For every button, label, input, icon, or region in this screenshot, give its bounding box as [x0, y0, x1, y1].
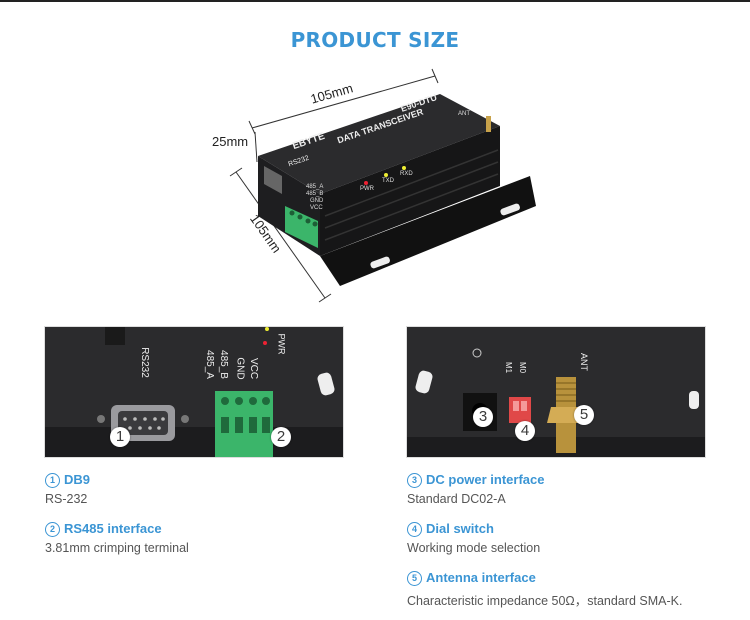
product-illustration: 105mm 25mm 105mm E90-DTU DATA TRANSCEIVE… — [200, 66, 560, 306]
antenna-connector — [486, 116, 491, 132]
detail-port-label: RS232 — [138, 347, 150, 378]
terminal-block — [285, 206, 318, 248]
feature-desc: Characteristic impedance 50Ω，standard SM… — [407, 594, 683, 608]
callout-1: 1 — [110, 427, 130, 447]
detail-switch-m0: M0 — [518, 361, 528, 374]
callout-5: 5 — [574, 405, 594, 425]
dial-switch — [509, 397, 531, 423]
device-terminal-485a: 485_A — [306, 184, 324, 190]
feature-number: 2 — [45, 522, 60, 537]
feature-number: 4 — [407, 522, 422, 537]
device-led-pwr-label: PWR — [360, 186, 374, 192]
feature-number: 5 — [407, 571, 422, 586]
feature-number: 3 — [407, 473, 422, 488]
dimension-height: 25mm — [212, 134, 249, 149]
detail-ant-label: ANT — [579, 353, 589, 371]
detail-photo-left: RS232 485_A 485_B GND VCC PWR 1 2 — [44, 326, 344, 458]
detail-terminal-485b: 485_B — [217, 350, 229, 379]
device-led-txd-label: TXD — [382, 178, 394, 184]
detail-terminal-vcc: VCC — [248, 357, 260, 380]
detail-right-drawing — [407, 327, 705, 457]
callout-3: 3 — [473, 407, 493, 427]
feature-desc: Working mode selection — [407, 541, 541, 555]
callout-4: 4 — [515, 421, 535, 441]
callout-2: 2 — [271, 427, 291, 447]
device-terminal-gnd: GND — [310, 198, 324, 204]
led-txd — [384, 173, 388, 177]
bracket-hole-right — [500, 203, 520, 216]
mounting-bracket — [320, 176, 536, 286]
feature-title: DC power interface — [426, 472, 545, 487]
detail-terminal-485a: 485_A — [203, 350, 215, 379]
device-ant-label: ANT — [458, 111, 470, 117]
feature-desc: Standard DC02-A — [407, 492, 506, 506]
page-title: PRODUCT SIZE — [290, 28, 460, 52]
detail-photo-right: ANT M1 M0 3 4 5 — [406, 326, 706, 458]
feature-desc: 3.81mm crimping terminal — [45, 541, 189, 555]
feature-db9: 1 DB9 RS-232 — [45, 471, 90, 506]
device-terminal-vcc: VCC — [310, 205, 323, 211]
top-border-line — [0, 0, 750, 2]
detail-left-drawing — [45, 327, 343, 457]
heat-fins — [324, 149, 499, 241]
device-terminal-485b: 485_B — [306, 191, 324, 197]
device-top-face — [258, 94, 500, 194]
bracket-hole-left — [370, 256, 390, 269]
feature-title: DB9 — [64, 472, 91, 487]
db9-connector — [264, 166, 282, 194]
feature-title: RS485 interface — [64, 521, 162, 536]
feature-antenna: 5 Antenna interface Characteristic impeda… — [407, 569, 682, 609]
feature-number: 1 — [45, 473, 60, 488]
feature-rs485: 2 RS485 interface 3.81mm crimping termina… — [45, 520, 189, 555]
feature-title: Antenna interface — [426, 570, 536, 585]
device-side-face — [320, 126, 500, 256]
feature-dial-switch: 4 Dial switch Working mode selection — [407, 520, 540, 555]
detail-switch-m1: M1 — [504, 361, 514, 374]
led-rxd — [402, 166, 406, 170]
feature-title: Dial switch — [426, 521, 494, 536]
dimension-lines — [229, 68, 439, 303]
feature-dc-power: 3 DC power interface Standard DC02-A — [407, 471, 544, 506]
terminal-screws — [289, 210, 318, 227]
led-pwr — [364, 181, 368, 185]
device-drawing — [229, 68, 536, 303]
device-led-rxd-label: RXD — [400, 171, 413, 177]
detail-led-label: PWR — [276, 333, 287, 355]
feature-desc: RS-232 — [45, 492, 88, 506]
detail-terminal-gnd: GND — [234, 357, 246, 380]
